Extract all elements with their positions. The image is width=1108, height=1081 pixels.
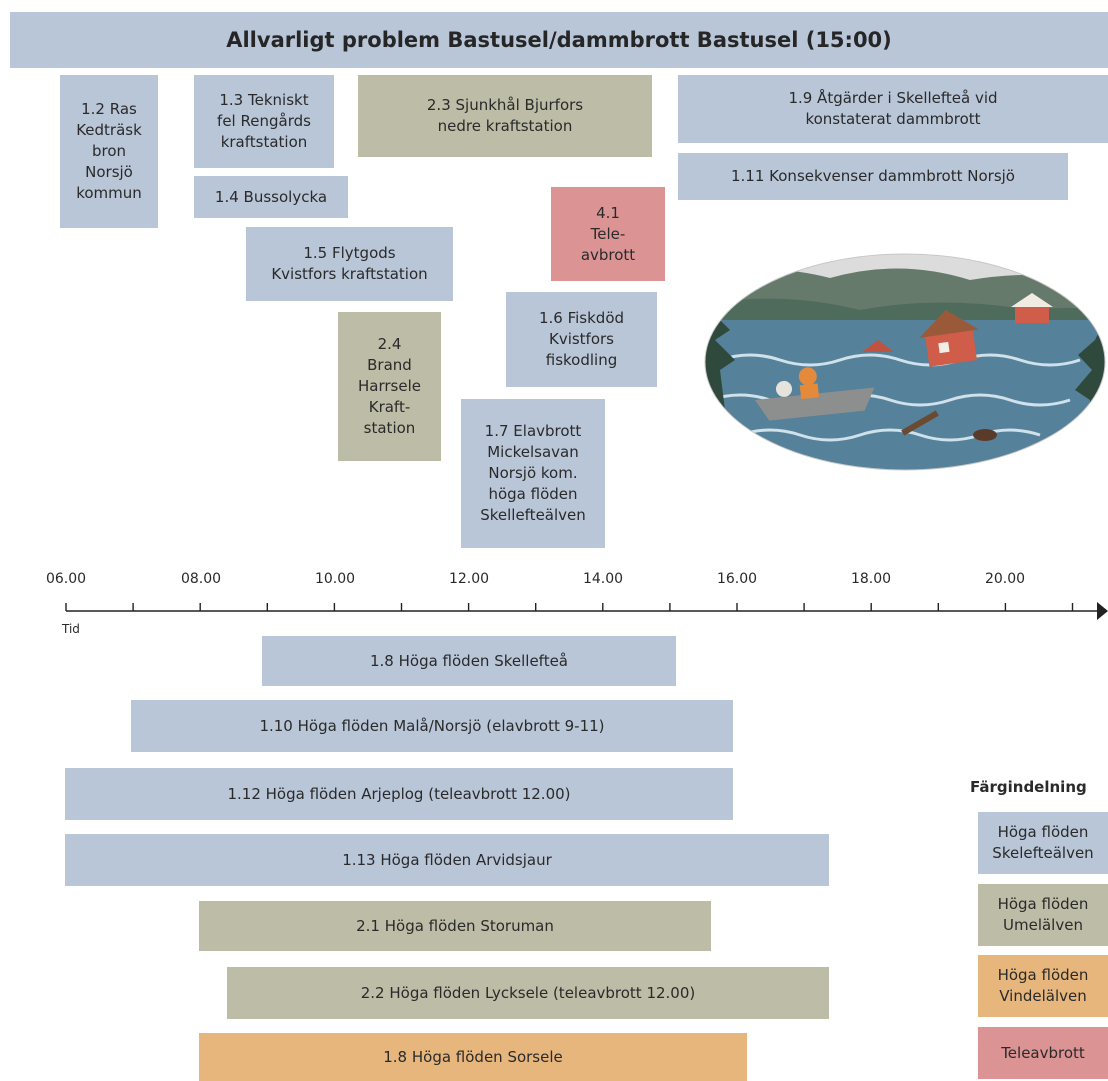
event-1-8-skelleftea-bar: 1.8 Höga flöden Skellefteå [262,636,676,686]
event-2-1-bar: 2.1 Höga flöden Storuman [199,901,711,951]
tick-label-0600: 06.00 [45,571,87,587]
tick-label-1600: 16.00 [716,571,758,587]
legend-item-skelleftealven: Höga flöden Skelefteälven [978,812,1108,874]
tick-label-1000: 10.00 [314,571,356,587]
event-1-3-box: 1.3 Tekniskt fel Rengårds kraftstation [194,75,334,168]
tick-label-0800: 08.00 [180,571,222,587]
legend-item-umealven: Höga flöden Umelälven [978,884,1108,946]
event-1-4-box: 1.4 Bussolycka [194,176,348,218]
legend-item-vindelalven: Höga flöden Vindelälven [978,955,1108,1017]
event-2-3-box: 2.3 Sjunkhål Bjurfors nedre kraftstation [358,75,652,157]
axis-arrow-icon [1097,602,1108,620]
event-1-11-box: 1.11 Konsekvenser dammbrott Norsjö [678,153,1068,200]
event-4-1-box: 4.1 Tele- avbrott [551,187,665,281]
tick-label-2000: 20.00 [984,571,1026,587]
scenario-title: Allvarligt problem Bastusel/dammbrott Ba… [10,12,1108,68]
event-1-2-box: 1.2 Ras Kedträsk bron Norsjö kommun [60,75,158,228]
event-1-9-box: 1.9 Åtgärder i Skellefteå vid konstatera… [678,75,1108,143]
event-1-12-bar: 1.12 Höga flöden Arjeplog (teleavbrott 1… [65,768,733,820]
event-1-10-bar: 1.10 Höga flöden Malå/Norsjö (elavbrott … [131,700,733,752]
event-1-6-box: 1.6 Fiskdöd Kvistfors fiskodling [506,292,657,387]
event-1-13-bar: 1.13 Höga flöden Arvidsjaur [65,834,829,886]
tick-label-1800: 18.00 [850,571,892,587]
time-axis [65,602,1108,620]
axis-ticks [65,603,1074,611]
legend-title: Färgindelning [970,778,1087,796]
event-1-8-sorsele-bar: 1.8 Höga flöden Sorsele [199,1033,747,1081]
event-1-7-box: 1.7 Elavbrott Mickelsavan Norsjö kom. hö… [461,399,605,548]
event-1-5-box: 1.5 Flytgods Kvistfors kraftstation [246,227,453,301]
axis-unit-label: Tid [62,622,80,636]
legend-item-teleavbrott: Teleavbrott [978,1027,1108,1079]
tick-label-1200: 12.00 [448,571,490,587]
event-2-2-bar: 2.2 Höga flöden Lycksele (teleavbrott 12… [227,967,829,1019]
tick-label-1400: 14.00 [582,571,624,587]
event-2-4-box: 2.4 Brand Harrsele Kraft- station [338,312,441,461]
flood-illustration [704,253,1106,471]
